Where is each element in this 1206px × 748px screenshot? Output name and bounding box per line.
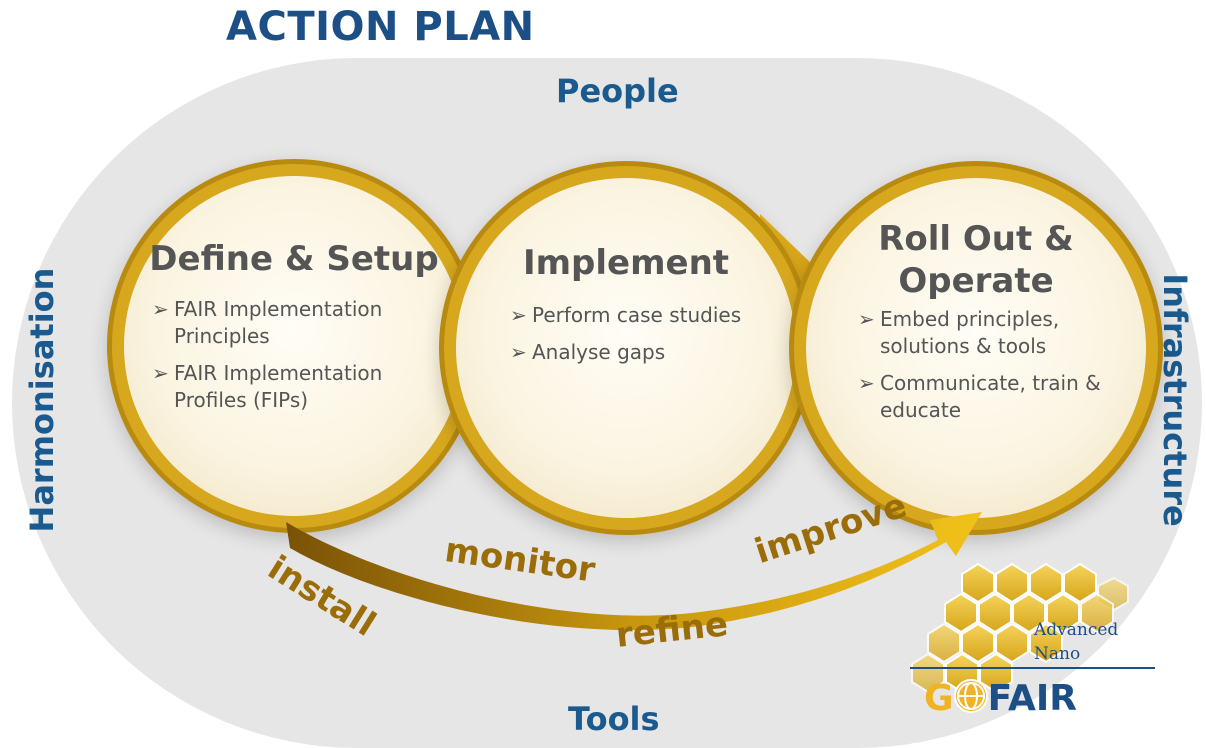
arrow-bullet-icon: ➢	[858, 371, 875, 395]
label-tools: Tools	[568, 700, 660, 738]
phase-title: Define & Setup	[149, 239, 439, 279]
arrow-bullet-icon: ➢	[510, 340, 527, 364]
phase-roll-out-operate: Roll Out &Operate ➢Embed principles, sol…	[806, 178, 1146, 518]
list-item: ➢Analyse gaps	[510, 340, 666, 364]
phase-define-setup: Define & Setup ➢FAIR Implementation Prin…	[124, 176, 464, 516]
phase-items: ➢Perform case studies ➢Analyse gaps	[510, 302, 800, 376]
arrow-bullet-icon: ➢	[152, 361, 169, 385]
label-people: People	[556, 72, 679, 110]
gofair-g: G	[924, 678, 954, 719]
phase-items: ➢Embed principles, solutions & tools ➢Co…	[858, 306, 1138, 434]
list-item: ➢Communicate, train & educate	[858, 371, 1101, 422]
arrow-bullet-icon: ➢	[510, 303, 527, 327]
honeycomb-icon	[910, 562, 1155, 694]
list-item: ➢FAIR Implementation Profiles (FIPs)	[152, 361, 383, 412]
phase-implement: Implement ➢Perform case studies ➢Analyse…	[456, 178, 796, 518]
arrow-bullet-icon: ➢	[858, 307, 875, 331]
logo-text-advanced: Advanced	[1034, 620, 1119, 640]
phase-title: Implement	[522, 243, 730, 283]
list-item: ➢Perform case studies	[510, 303, 742, 327]
phase-items: ➢FAIR Implementation Principles ➢FAIR Im…	[152, 296, 452, 424]
list-item: ➢FAIR Implementation Principles	[152, 297, 383, 348]
gofair-fair: FAIR	[987, 678, 1077, 719]
gofair-logo: G FAIR	[924, 678, 1077, 719]
list-item: ➢Embed principles, solutions & tools	[858, 307, 1060, 358]
page-title: ACTION PLAN	[226, 4, 535, 50]
logo-text-nano: Nano	[1034, 644, 1081, 664]
arrow-bullet-icon: ➢	[152, 297, 169, 321]
globe-icon	[953, 679, 988, 713]
phase-title: Roll Out &Operate	[878, 219, 1074, 301]
